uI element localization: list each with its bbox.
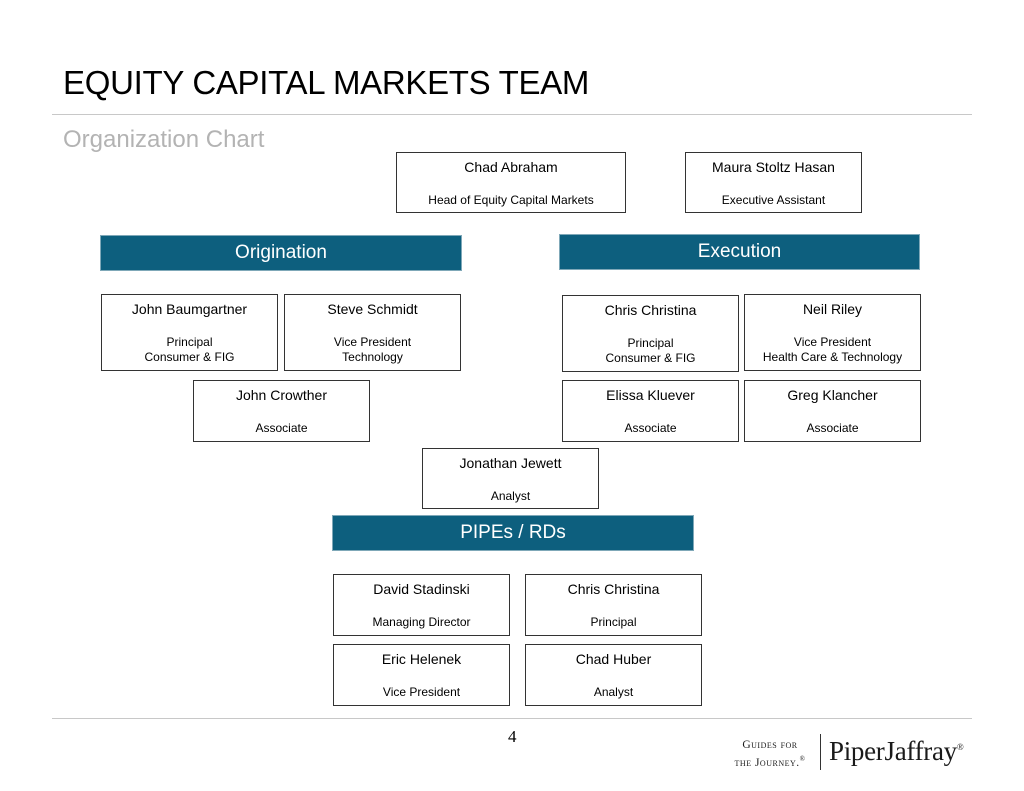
card-role-line: Health Care & Technology	[762, 350, 903, 364]
card-role-line: Vice President	[793, 335, 872, 349]
section-banner-origination: Origination	[100, 235, 462, 271]
card-role-line: Principal	[166, 335, 213, 349]
section-banner-pipes-rds: PIPEs / RDs	[332, 515, 694, 551]
card-name: Chad Abraham	[464, 159, 558, 175]
org-card-pipes-analyst: Chad Huber Analyst	[525, 644, 702, 706]
card-name: John Baumgartner	[131, 301, 248, 317]
card-role: Managing Director	[372, 615, 471, 629]
card-name: David Stadinski	[373, 581, 470, 597]
card-role: Associate	[255, 421, 308, 435]
org-card-execution-vp: Neil Riley Vice President Health Care & …	[744, 294, 921, 371]
card-role: Principal	[590, 615, 637, 629]
logo-tagline-line: the Journey.®	[728, 752, 812, 770]
logo-wordmark-text: PiperJaffray	[829, 736, 957, 766]
registered-mark: ®	[799, 755, 806, 763]
card-role: Analyst	[593, 685, 634, 699]
org-card-origination-vp: Steve Schmidt Vice President Technology	[284, 294, 461, 371]
card-role: Executive Assistant	[721, 193, 826, 207]
card-name: John Crowther	[235, 387, 328, 403]
company-logo: Guides for the Journey.® PiperJaffray®	[728, 734, 978, 774]
card-role-line: Principal	[627, 336, 674, 350]
org-card-execution-associate-1: Elissa Kluever Associate	[562, 380, 739, 442]
card-name: Elissa Kluever	[606, 387, 695, 403]
card-name: Neil Riley	[802, 301, 863, 317]
card-role: Principal Consumer & FIG	[102, 335, 277, 365]
card-role: Vice President	[382, 685, 461, 699]
registered-mark: ®	[956, 742, 964, 752]
footer-divider	[52, 718, 972, 719]
card-name: Greg Klancher	[787, 387, 878, 403]
logo-tagline: Guides for the Journey.®	[728, 738, 812, 770]
logo-divider	[820, 734, 821, 770]
org-card-executive-assistant: Maura Stoltz Hasan Executive Assistant	[685, 152, 862, 213]
card-role: Principal Consumer & FIG	[563, 336, 738, 366]
org-card-pipes-vp: Eric Helenek Vice President	[333, 644, 510, 706]
card-role: Analyst	[490, 489, 531, 503]
page-title: EQUITY CAPITAL MARKETS TEAM	[63, 64, 590, 101]
org-card-origination-principal: John Baumgartner Principal Consumer & FI…	[101, 294, 278, 371]
card-name: Chad Huber	[575, 651, 652, 667]
page-number: 4	[508, 727, 517, 746]
card-role-line: Vice President	[333, 335, 412, 349]
org-card-pipes-md: David Stadinski Managing Director	[333, 574, 510, 636]
card-name: Steve Schmidt	[327, 301, 418, 317]
card-role-line: Consumer & FIG	[605, 351, 696, 365]
card-role: Vice President Technology	[285, 335, 460, 365]
card-role-line: Technology	[342, 350, 403, 364]
card-role-line: Consumer & FIG	[144, 350, 235, 364]
org-card-origination-associate: John Crowther Associate	[193, 380, 370, 442]
title-divider	[52, 114, 972, 115]
card-name: Jonathan Jewett	[459, 455, 562, 471]
card-name: Maura Stoltz Hasan	[712, 159, 835, 175]
card-role: Associate	[624, 421, 677, 435]
card-role: Head of Equity Capital Markets	[428, 193, 594, 207]
section-banner-execution: Execution	[559, 234, 920, 270]
org-card-execution-principal: Chris Christina Principal Consumer & FIG	[562, 295, 739, 372]
card-name: Chris Christina	[604, 302, 697, 318]
card-name: Eric Helenek	[381, 651, 462, 667]
logo-tagline-line: Guides for	[742, 739, 798, 751]
card-role: Vice President Health Care & Technology	[745, 335, 920, 365]
logo-wordmark: PiperJaffray®	[829, 736, 964, 767]
card-role: Associate	[806, 421, 859, 435]
org-card-analyst: Jonathan Jewett Analyst	[422, 448, 599, 509]
page-subtitle: Organization Chart	[63, 126, 265, 153]
org-card-head-ecm: Chad Abraham Head of Equity Capital Mark…	[396, 152, 626, 213]
card-name: Chris Christina	[567, 581, 660, 597]
logo-tagline-text: the Journey.	[734, 756, 800, 769]
org-card-execution-associate-2: Greg Klancher Associate	[744, 380, 921, 442]
org-card-pipes-principal: Chris Christina Principal	[525, 574, 702, 636]
